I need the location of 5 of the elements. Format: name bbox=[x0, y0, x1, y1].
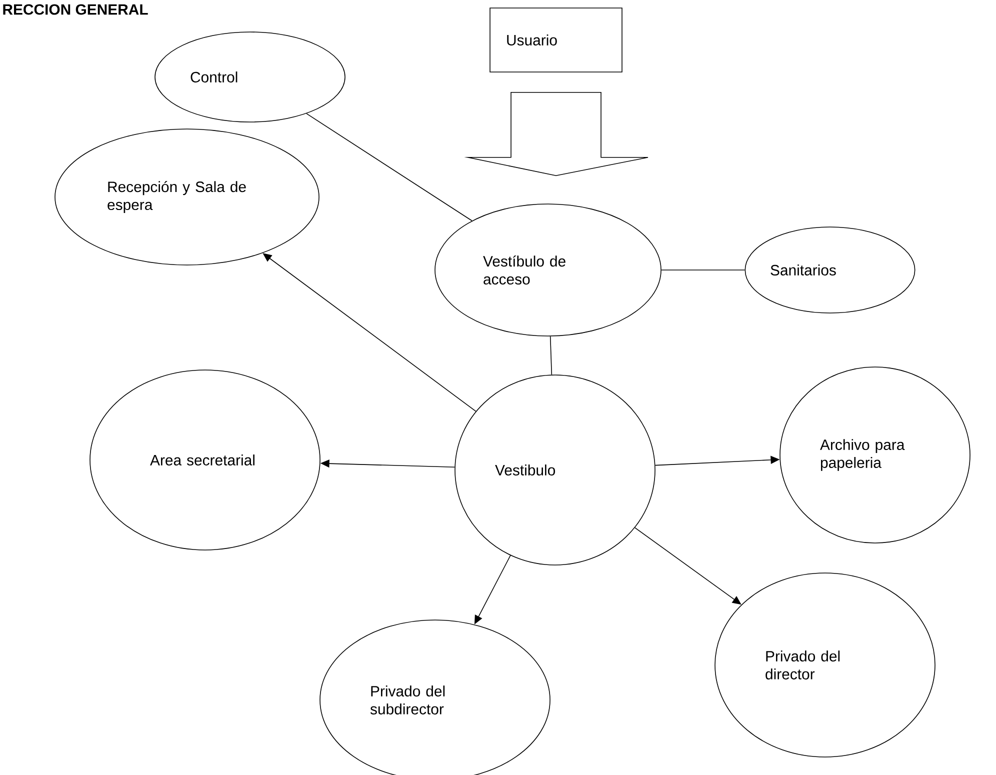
block-arrow bbox=[464, 92, 648, 176]
connector-line bbox=[306, 113, 472, 222]
user-box: Usuario bbox=[490, 8, 622, 72]
title: RECCION GENERAL bbox=[3, 4, 148, 15]
connector-line bbox=[550, 336, 552, 376]
